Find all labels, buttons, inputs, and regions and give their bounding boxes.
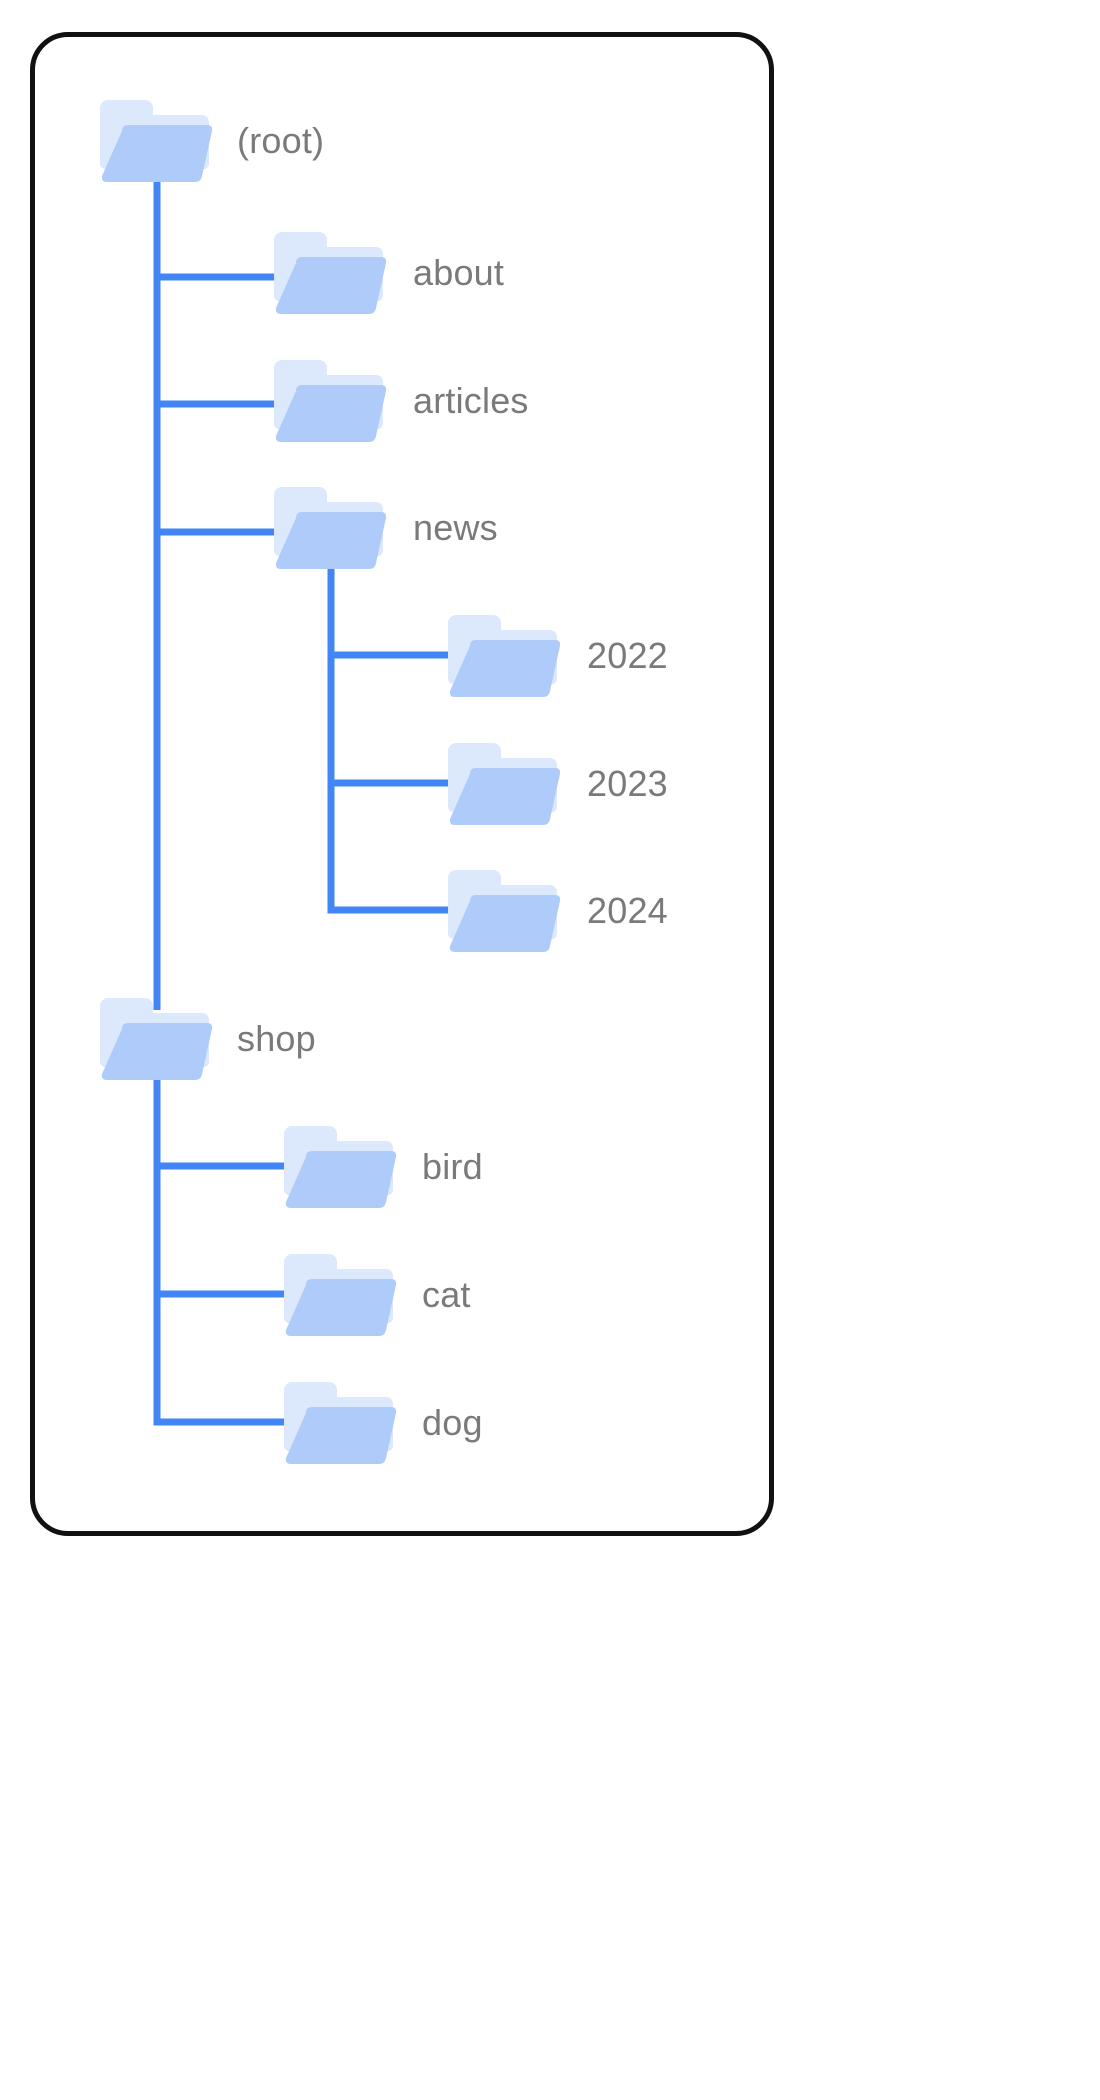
- tree-node-cat[interactable]: cat: [284, 1254, 471, 1336]
- tree-node-label: cat: [422, 1274, 471, 1315]
- tree-node-shop[interactable]: shop: [100, 998, 316, 1080]
- folder-front: [284, 1126, 402, 1208]
- folder-icon: [284, 1126, 402, 1208]
- tree-node-news[interactable]: news: [274, 487, 498, 569]
- folder-front: [100, 100, 218, 182]
- tree-node-label: about: [413, 252, 505, 293]
- folder-front: [284, 1254, 402, 1336]
- tree-node-label: bird: [422, 1146, 483, 1187]
- folder-icon: [284, 1382, 402, 1464]
- folder-icon: [274, 360, 392, 442]
- tree-node-label: shop: [237, 1018, 316, 1059]
- tree-node-label: 2023: [587, 763, 668, 804]
- folder-front: [448, 615, 566, 697]
- tree-node-label: 2022: [587, 635, 668, 676]
- folder-front: [274, 487, 392, 569]
- tree-node-about[interactable]: about: [274, 232, 504, 314]
- folder-icon: [448, 870, 566, 952]
- folder-front: [284, 1382, 402, 1464]
- folder-icon: [100, 100, 218, 182]
- folder-front: [448, 870, 566, 952]
- tree-node-label: news: [413, 507, 498, 548]
- folder-icon: [284, 1254, 402, 1336]
- tree-node-label: dog: [422, 1402, 483, 1443]
- tree-node-bird[interactable]: bird: [284, 1126, 483, 1208]
- tree-node-label: (root): [237, 120, 325, 161]
- folder-icon: [448, 743, 566, 825]
- folder-icon: [274, 487, 392, 569]
- tree-node-label: articles: [413, 380, 529, 421]
- tree-node-articles[interactable]: articles: [274, 360, 529, 442]
- tree-node-dog[interactable]: dog: [284, 1382, 483, 1464]
- folder-front: [448, 743, 566, 825]
- tree-node-label: 2024: [587, 890, 668, 931]
- folder-front: [274, 232, 392, 314]
- folder-front: [100, 998, 218, 1080]
- tree-node-y2022[interactable]: 2022: [448, 615, 668, 697]
- folder-front: [274, 360, 392, 442]
- tree-node-y2024[interactable]: 2024: [448, 870, 668, 952]
- folder-icon: [100, 998, 218, 1080]
- folder-icon: [274, 232, 392, 314]
- folder-icon: [448, 615, 566, 697]
- tree-node-root[interactable]: (root): [100, 100, 324, 182]
- tree-node-y2023[interactable]: 2023: [448, 743, 668, 825]
